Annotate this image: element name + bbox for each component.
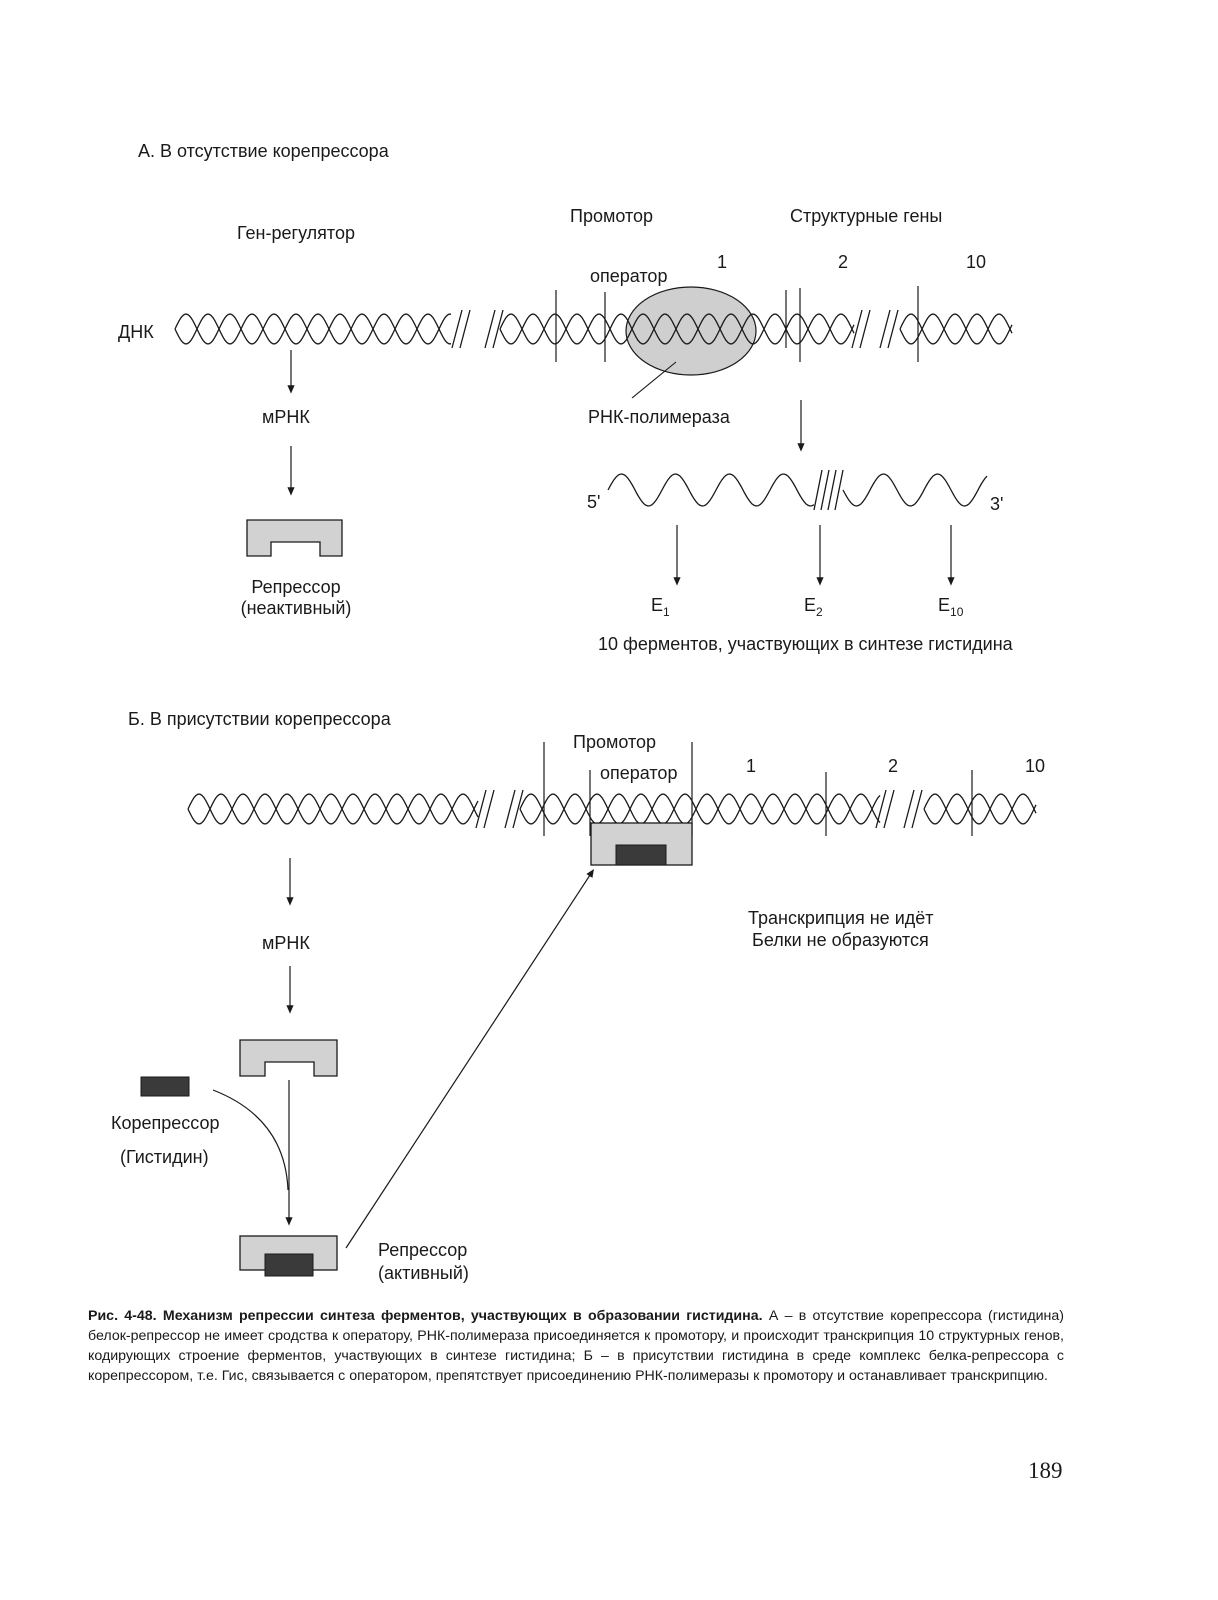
mrna-wave [607, 473, 988, 507]
page-number: 189 [1028, 1458, 1063, 1483]
enzyme-e1: E1 [651, 595, 670, 619]
dna-label: ДНК [118, 322, 154, 342]
arrow-repressor-to-operator [345, 868, 594, 1249]
three-prime-label: 3' [990, 494, 1003, 514]
figure-caption: Рис. 4-48. Механизм репрессии синтеза фе… [88, 1306, 1064, 1386]
repressor-inactive-line1: Репрессор [251, 577, 340, 597]
dna-strand [519, 793, 881, 825]
status-line2: Белки не образуются [752, 930, 929, 950]
gene-number-a-2: 2 [838, 252, 848, 272]
repressor-protein-b-shape [239, 1039, 338, 1077]
gene-number-a-10: 10 [966, 252, 986, 272]
promoter-label-b: Промотор [573, 732, 656, 752]
mrna-break-marks [813, 469, 844, 511]
dna-helix-a [174, 313, 1013, 345]
panel-b-title: Б. В присутствии корепрессора [128, 709, 392, 729]
dna-strand [519, 793, 881, 825]
status-line1: Транскрипция не идёт [748, 908, 934, 928]
active-corepressor-shape [264, 1253, 314, 1277]
gene-number-b-10: 10 [1025, 756, 1045, 776]
corepressor-line1: Корепрессор [111, 1113, 220, 1133]
enzyme-e10: E10 [938, 595, 964, 619]
repressor-inactive-line2: (неактивный) [241, 598, 352, 618]
dna-strand [187, 793, 479, 825]
operator-label-a: оператор [590, 266, 667, 286]
dna-strand [923, 793, 1037, 825]
dna-break-marks-a [451, 309, 899, 349]
inactive-repressor-shape [246, 519, 343, 557]
operator-label-b: оператор [600, 763, 677, 783]
mrna-label-a: мРНК [262, 407, 310, 427]
dna-strand [899, 313, 1013, 345]
structural-genes-label: Структурные гены [790, 206, 942, 226]
dna-strand [923, 793, 1037, 825]
dna-strand [499, 313, 855, 345]
mrna-label-b: мРНК [262, 933, 310, 953]
bound-corepressor-shape [615, 844, 667, 866]
caption-title: Рис. 4-48. Механизм репрессии синтеза фе… [88, 1308, 763, 1324]
panel-a-title: А. В отсутствие корепрессора [138, 141, 390, 161]
five-prime-label: 5' [587, 492, 600, 512]
enzymes-caption: 10 ферментов, участвующих в синтезе гист… [598, 634, 1014, 654]
repressor-active-line2: (активный) [378, 1263, 469, 1283]
caption-text: А – в отсутствие корепрессора (гистидина… [88, 1308, 1064, 1384]
dna-strand [499, 313, 855, 345]
promoter-label-a: Промотор [570, 206, 653, 226]
corepressor-line2: (Гистидин) [120, 1147, 209, 1167]
dna-break-marks-b [475, 789, 923, 829]
dna-strand [174, 313, 451, 345]
corepressor-shape [140, 1076, 190, 1097]
gene-boundaries-b [543, 742, 973, 836]
dna-helix-b [187, 793, 1037, 825]
rna-polymerase-label: РНК-полимераза [588, 407, 731, 427]
dna-strand [899, 313, 1013, 345]
corepressor-binding-curve [212, 1089, 289, 1191]
gene-boundaries-a [555, 286, 919, 362]
repressor-active-line1: Репрессор [378, 1240, 467, 1260]
dna-strand [174, 313, 451, 345]
regulator-gene-label: Ген-регулятор [237, 223, 355, 243]
gene-number-b-2: 2 [888, 756, 898, 776]
rna-polymerase-pointer [631, 361, 677, 399]
gene-number-b-1: 1 [746, 756, 756, 776]
enzyme-e2: E2 [804, 595, 823, 619]
rna-polymerase-shape [625, 286, 757, 376]
gene-number-a-1: 1 [717, 252, 727, 272]
